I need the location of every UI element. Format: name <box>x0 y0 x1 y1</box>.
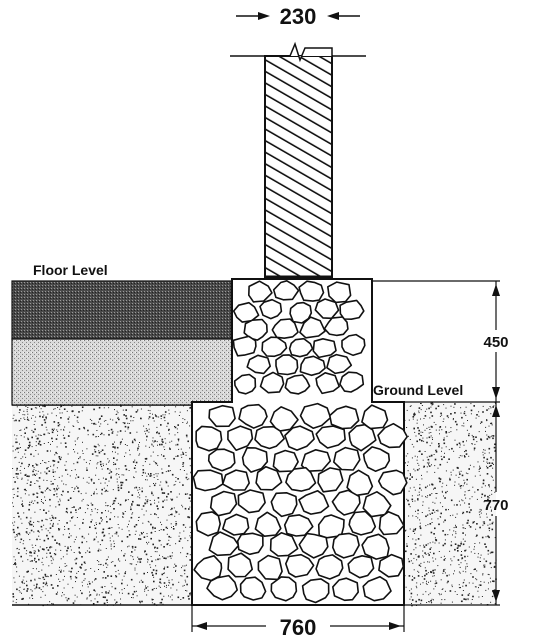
rubble-stones <box>192 279 409 604</box>
soil-fill <box>12 402 497 607</box>
foundation-depth-dimension: 770 <box>372 401 509 606</box>
foundation-width-label: 760 <box>280 615 317 640</box>
brick-wall <box>264 55 333 280</box>
plinth-height-label: 450 <box>483 334 508 351</box>
ground-level-label: Ground Level <box>373 382 463 398</box>
floor-finish-layer <box>11 280 233 340</box>
floor-sub-base-layer <box>11 338 233 406</box>
floor-level-label: Floor Level <box>33 262 108 278</box>
wall-thickness-dimension: 230 <box>230 4 366 57</box>
foundation-depth-label: 770 <box>483 497 508 514</box>
foundation-width-dimension: 760 <box>191 605 405 640</box>
wall-break-line <box>265 41 333 63</box>
plinth-height-dimension: 450 <box>372 280 509 402</box>
wall-thickness-label: 230 <box>280 4 317 29</box>
